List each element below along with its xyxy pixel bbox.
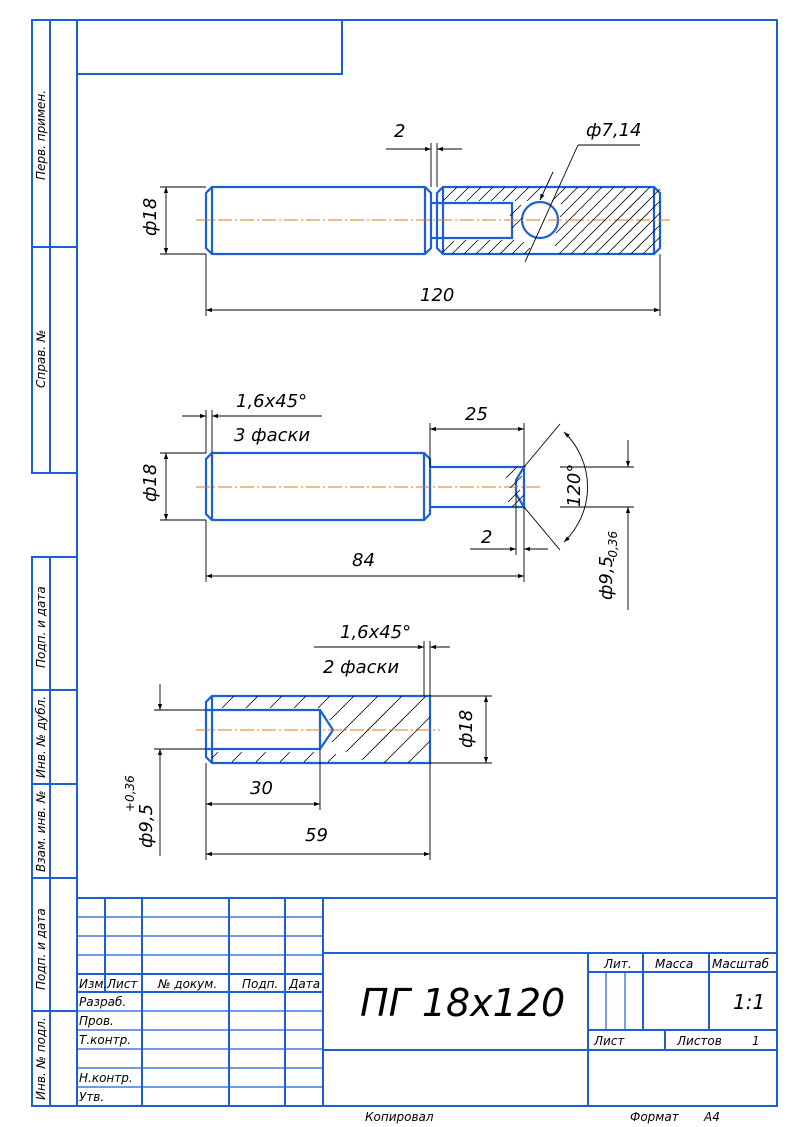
drawing-title: ПГ 18х120: [360, 981, 565, 1025]
role-razrab: Разраб.: [79, 995, 126, 1009]
v2-length: 84: [352, 550, 375, 571]
role-prov: Пров.: [79, 1014, 114, 1028]
format-value: А4: [703, 1110, 720, 1124]
stamp-podp-data-1: Подп. и дата: [34, 586, 48, 668]
v2-chamfer: 1,6х45°: [236, 391, 307, 412]
title-block: [77, 897, 777, 1106]
v3-length: 59: [305, 825, 328, 846]
stamp-inv-podl: Инв. № подл.: [34, 1017, 48, 1100]
role-utv: Утв.: [79, 1090, 104, 1104]
view1-part: [196, 185, 670, 256]
scale-value: 1:1: [733, 990, 765, 1014]
v2-dia: ф18: [140, 464, 161, 502]
v1-length: 120: [420, 285, 454, 306]
view1-hatching: [442, 186, 661, 255]
v1-dia: ф18: [140, 198, 161, 236]
copied-label: Копировал: [365, 1110, 434, 1124]
view3-hatching: [211, 695, 431, 764]
view2-dimensions: [160, 410, 634, 610]
role-t-kontr: Т.контр.: [79, 1033, 131, 1047]
role-n-kontr: Н.контр.: [79, 1071, 133, 1085]
v3-chamfers-note: 2 фаски: [323, 657, 399, 678]
v2-pin-tol: -0,36: [606, 531, 620, 562]
v3-dia: ф18: [456, 710, 477, 748]
view3-dimensions: [154, 641, 492, 860]
stamp-sprav-no: Справ. №: [34, 330, 48, 388]
header-date: Дата: [288, 977, 320, 991]
v1-hole-dia: ф7,14: [586, 120, 641, 141]
scale-label: Масштаб: [712, 957, 770, 971]
v2-angle: 120°: [564, 464, 585, 507]
header-doc-no: № докум.: [157, 977, 217, 991]
v2-pin-dia: ф9,5: [596, 556, 617, 600]
view2-part: [196, 451, 540, 522]
v1-slot-width: 2: [394, 121, 405, 142]
v2-chamfers-note: 3 фаски: [234, 425, 310, 446]
stamp-podp-data-2: Подп. и дата: [34, 908, 48, 990]
header-izm: Изм.: [79, 977, 107, 991]
top-stamp-box: [76, 19, 343, 75]
sheets-count: 1: [752, 1034, 760, 1048]
format-label: Формат: [630, 1110, 680, 1124]
header-podp: Подп.: [242, 977, 278, 991]
v2-pin-length: 25: [465, 404, 488, 425]
sheet-label: Лист: [593, 1034, 625, 1048]
sheets-label: Листов: [676, 1034, 722, 1048]
v2-small-len: 2: [481, 527, 492, 548]
view2-hatching: [505, 466, 525, 508]
mass-label: Масса: [655, 957, 693, 971]
v3-hole-depth: 30: [250, 778, 273, 799]
left-stamp-lower: [31, 556, 78, 1107]
left-stamp-upper: [31, 19, 78, 474]
view1-dimensions: [160, 143, 661, 316]
lit-label: Лит.: [603, 957, 632, 971]
stamp-perv-primen: Перв. примен.: [34, 90, 48, 180]
v3-hole-tol: +0,36: [123, 775, 137, 812]
drawing-border: [76, 19, 778, 1107]
stamp-inv-dubl: Инв. № дубл.: [34, 696, 48, 778]
v3-hole-dia: ф9,5: [136, 804, 157, 848]
header-list: Лист: [106, 977, 138, 991]
v3-chamfer: 1,6х45°: [340, 622, 411, 643]
stamp-vzam-inv: Взам. инв. №: [34, 791, 48, 872]
view3-part: [196, 694, 440, 765]
